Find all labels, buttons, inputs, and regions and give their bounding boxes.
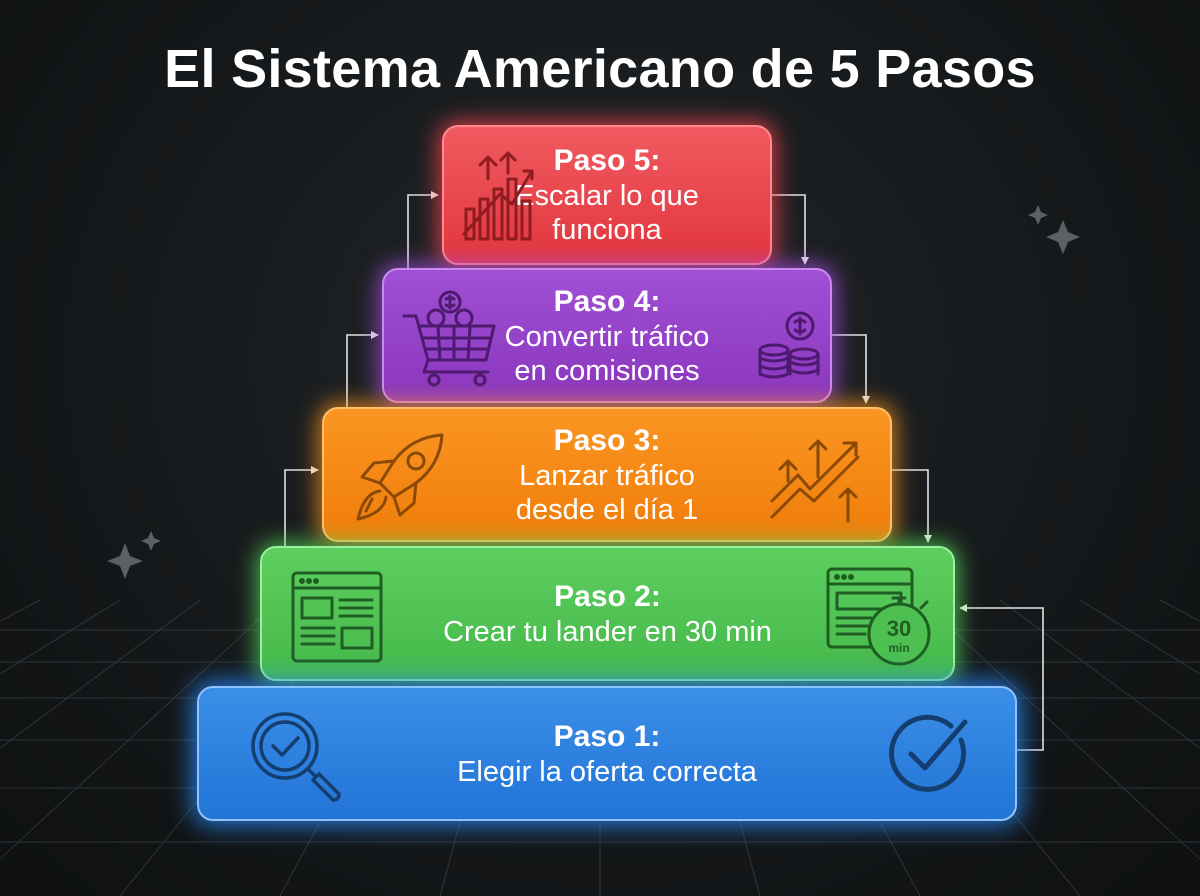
step-1-line-1: Elegir la oferta correcta: [457, 755, 757, 788]
step-2-line-1: Crear tu lander en 30 min: [443, 615, 772, 648]
magnifier-check-icon: [247, 708, 343, 804]
connector-arrow: [772, 194, 809, 265]
step-3-line-1: Lanzar tráfico: [519, 459, 695, 492]
connector-arrow: [284, 466, 319, 546]
step-5-heading: Paso 5:: [553, 144, 661, 177]
connector-arrow: [892, 469, 932, 543]
step-4-line-2: en comisiones: [514, 354, 700, 387]
step-2-heading: Paso 2:: [554, 579, 661, 613]
coin-stack-icon: [756, 310, 822, 380]
sparkle-icon: [141, 531, 161, 551]
step-3-card: Paso 3: Lanzar tráfico desde el día 1: [322, 407, 892, 542]
step-1-heading: Paso 1:: [553, 719, 661, 753]
step-4-heading: Paso 4:: [553, 284, 661, 318]
growth-chart-icon: [460, 149, 538, 244]
webpage-timer-icon: 30 min: [825, 566, 937, 670]
trend-arrows-icon: [768, 431, 864, 525]
connector-arrow: [832, 334, 870, 404]
step-3-heading: Paso 3:: [553, 423, 661, 457]
step-5-line-1: Escalar lo que: [515, 180, 699, 212]
stopwatch-number: 30: [887, 616, 911, 641]
sparkle-icon: [107, 543, 143, 579]
connector-arrow: [407, 191, 439, 268]
webpage-layout-icon: [290, 570, 384, 664]
check-circle-icon: [887, 712, 973, 798]
step-5-line-2: funciona: [552, 214, 662, 246]
step-5-card: Paso 5: Escalar lo que funciona: [442, 125, 772, 265]
step-3-line-2: desde el día 1: [515, 493, 699, 526]
rocket-icon: [350, 427, 450, 527]
step-4-line-1: Convertir tráfico: [504, 320, 710, 353]
sparkle-icon: [1028, 205, 1048, 225]
shopping-cart-icon: [400, 286, 500, 388]
sparkle-icon: [1046, 220, 1080, 254]
connector-arrow: [346, 331, 379, 407]
step-1-card: Paso 1: Elegir la oferta correcta: [197, 686, 1017, 821]
step-2-card: 30 min Paso 2: Crear tu lander en 30 min: [260, 546, 955, 681]
page-title: El Sistema Americano de 5 Pasos: [164, 39, 1036, 99]
stopwatch-unit: min: [888, 641, 909, 655]
step-4-card: Paso 4: Convertir tráfico en comisiones: [382, 268, 832, 403]
